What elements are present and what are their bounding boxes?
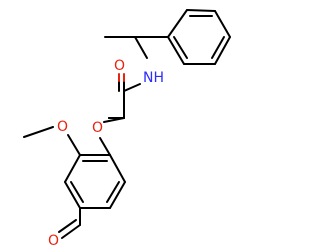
methoxy-methyl-bond xyxy=(23,126,54,138)
aldehyde-c-o-bond xyxy=(61,224,81,239)
ether-ring-bond xyxy=(99,137,111,156)
ch-n-bond xyxy=(134,36,148,59)
methoxy-oxygen-label: O xyxy=(57,119,68,135)
aldehyde-c-o-double xyxy=(58,219,77,233)
carbonyl-group xyxy=(118,73,125,92)
aromatic-ring xyxy=(64,154,126,209)
ether-oxygen-label: O xyxy=(92,120,103,136)
n-carbonyl-bond xyxy=(123,83,141,92)
phenyl-ring xyxy=(167,9,231,65)
ring-methoxy-bond xyxy=(67,134,81,156)
amide-nitrogen-label: NH xyxy=(143,70,164,86)
aldehyde-oxygen-label: O xyxy=(48,233,59,249)
ch2-to-o-bond xyxy=(103,117,125,123)
molecule-structure: NH O O O O xyxy=(23,9,231,249)
carbonyl-oxygen-label: O xyxy=(114,58,125,74)
